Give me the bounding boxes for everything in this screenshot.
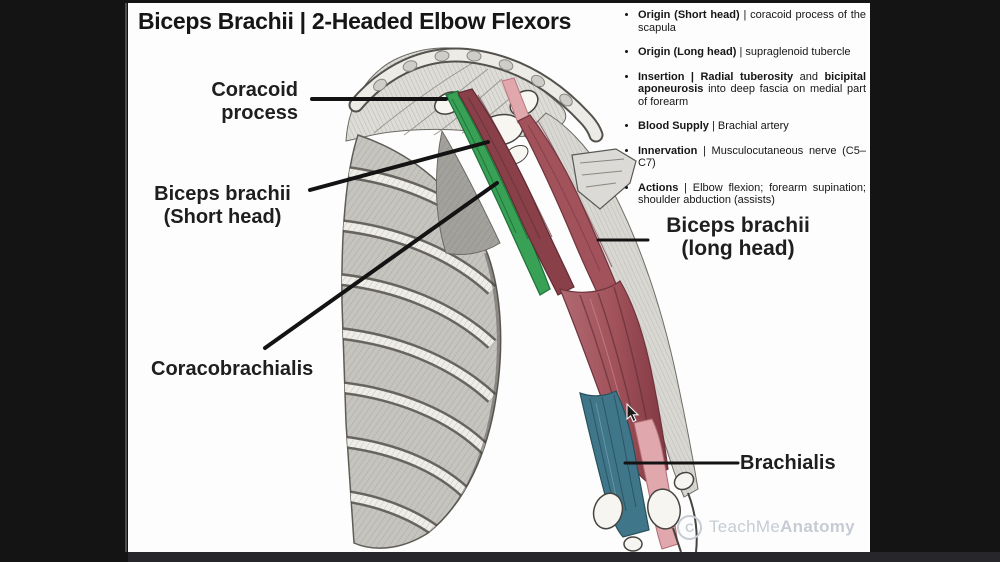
watermark: C TeachMeAnatomy bbox=[674, 512, 855, 542]
fact-segment: Blood Supply bbox=[638, 120, 709, 132]
clavicle-shape bbox=[348, 47, 604, 143]
label-line: (long head) bbox=[681, 237, 795, 260]
watermark-text: TeachMeAnatomy bbox=[709, 517, 855, 537]
fact-segment: | coracoid process of the scapula bbox=[638, 9, 866, 34]
leader-lines bbox=[263, 97, 740, 465]
watermark-text-regular: TeachMe bbox=[709, 517, 781, 536]
brachialis-shape bbox=[579, 390, 650, 538]
label-line: Coracoid bbox=[211, 79, 298, 101]
leader-coracobrachialis bbox=[263, 181, 499, 350]
facts-list: Origin (Short head) | coracoid process o… bbox=[624, 9, 866, 207]
anatomy-illustration bbox=[263, 47, 740, 552]
label-coracoid-process: Coracoid process bbox=[138, 79, 298, 125]
label-line: Biceps brachii bbox=[154, 183, 291, 205]
label-brachialis: Brachialis bbox=[740, 452, 870, 475]
fact-segment: Origin (Short head) bbox=[638, 9, 740, 21]
fact-segment: | Musculocutaneous nerve (C5–C7) bbox=[638, 144, 866, 170]
fact-segment: and bbox=[793, 70, 825, 83]
watermark-text-bold: Anatomy bbox=[780, 517, 855, 536]
fact-item: Origin (Long head) | supraglenoid tuberc… bbox=[638, 46, 866, 59]
fact-segment: bicipital aponeurosis bbox=[638, 70, 866, 96]
fact-item: Insertion | Radial tuberosity and bicipi… bbox=[638, 71, 866, 109]
fact-segment: into deep fascia on medial part of forea… bbox=[638, 83, 866, 108]
teachmeanatomy-logo-icon: C bbox=[674, 512, 705, 542]
elbow-bones-shape bbox=[592, 471, 698, 552]
fact-segment: Actions bbox=[638, 181, 679, 194]
fact-segment: Innervation bbox=[638, 144, 698, 157]
fact-segment: | Elbow flexion; forearm supination; sho… bbox=[638, 181, 866, 207]
slide-left-edge bbox=[125, 3, 127, 552]
fact-item: Actions | Elbow flexion; forearm supinat… bbox=[638, 182, 866, 207]
facts-panel: Origin (Short head) | coracoid process o… bbox=[624, 9, 866, 219]
fact-segment: Insertion | Radial tuberosity bbox=[638, 70, 794, 83]
fact-segment: Origin (Long head) bbox=[638, 46, 737, 58]
label-line: Biceps brachii bbox=[666, 214, 810, 237]
letterbox-bottom-strip bbox=[128, 552, 1000, 562]
fact-segment: | Brachial artery bbox=[708, 120, 789, 132]
fact-segment: | supraglenoid tubercle bbox=[736, 46, 851, 58]
leader-biceps-short-head bbox=[308, 140, 490, 192]
label-biceps-short-head: Biceps brachii (Short head) bbox=[142, 183, 303, 229]
rib-cage-shape bbox=[341, 134, 502, 549]
label-coracobrachialis: Coracobrachialis bbox=[151, 358, 361, 381]
fact-item: Blood Supply | Brachial artery bbox=[638, 120, 866, 133]
subscapularis-shape bbox=[435, 129, 501, 256]
fact-item: Innervation | Musculocutaneous nerve (C5… bbox=[638, 145, 866, 170]
label-line: (Short head) bbox=[163, 206, 282, 228]
scapular-spine-shape bbox=[571, 148, 637, 210]
label-line: Coracobrachialis bbox=[151, 358, 314, 380]
label-line: process bbox=[221, 102, 298, 124]
anatomy-slide: Biceps Brachii | 2-Headed Elbow Flexors … bbox=[128, 3, 870, 552]
fact-item: Origin (Short head) | coracoid process o… bbox=[638, 9, 866, 34]
slide-title: Biceps Brachii | 2-Headed Elbow Flexors bbox=[138, 8, 572, 34]
label-line: Brachialis bbox=[740, 452, 836, 474]
mouse-cursor-icon bbox=[626, 403, 640, 423]
label-biceps-long-head: Biceps brachii (long head) bbox=[648, 214, 828, 260]
